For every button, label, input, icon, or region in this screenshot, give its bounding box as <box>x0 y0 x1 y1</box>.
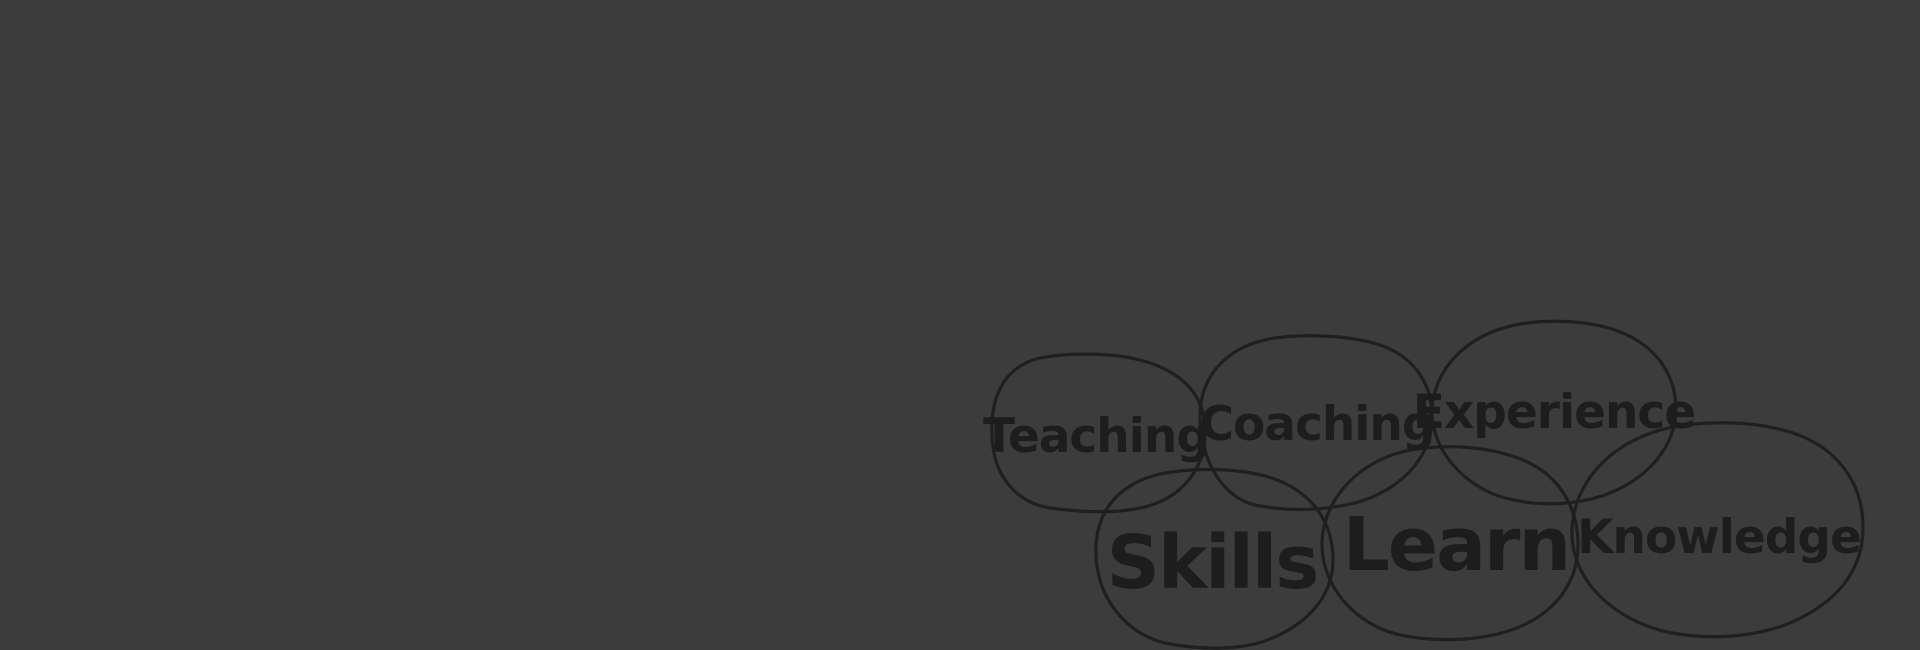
word-experience: Experience <box>1413 385 1695 440</box>
bubble-experience <box>1430 319 1678 506</box>
word-learn: Learn <box>1343 502 1569 588</box>
word-teaching: Teaching <box>983 409 1209 464</box>
bubble-knowledge <box>1570 421 1865 639</box>
word-knowledge: Knowledge <box>1577 510 1861 565</box>
bubble-learn <box>1320 445 1580 642</box>
word-coaching: Coaching <box>1199 397 1434 452</box>
bubble-teaching <box>990 352 1207 514</box>
bubble-skills <box>1094 467 1335 650</box>
word-skills: Skills <box>1107 520 1318 606</box>
